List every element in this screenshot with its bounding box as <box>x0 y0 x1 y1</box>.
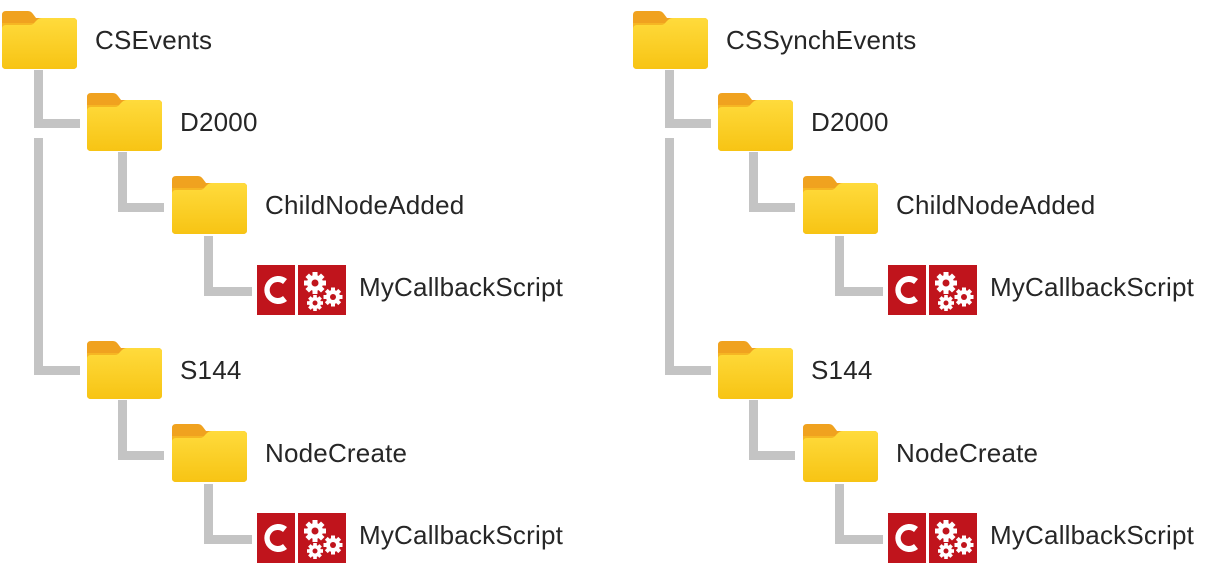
callback-script-icon <box>256 264 347 316</box>
tree-node-s144[interactable]: S144 <box>716 339 873 401</box>
node-label: S144 <box>811 354 873 385</box>
node-label: D2000 <box>180 106 258 137</box>
tree-node-callback-script[interactable]: MyCallbackScript <box>256 256 563 318</box>
folder-icon <box>85 91 164 153</box>
tree-node-child-node-added[interactable]: ChildNodeAdded <box>801 174 1095 236</box>
folder-icon <box>801 422 880 484</box>
node-label: CSEvents <box>95 24 213 55</box>
node-label: CSSynchEvents <box>726 24 917 55</box>
tree-node-callback-script[interactable]: MyCallbackScript <box>887 504 1194 566</box>
folder-icon <box>801 174 880 236</box>
node-label: MyCallbackScript <box>359 519 564 550</box>
node-label: MyCallbackScript <box>990 271 1195 302</box>
folder-icon <box>85 339 164 401</box>
tree-node-d2000[interactable]: D2000 <box>85 91 258 153</box>
node-label: NodeCreate <box>896 437 1039 468</box>
folder-icon <box>170 174 249 236</box>
tree-node-d2000[interactable]: D2000 <box>716 91 889 153</box>
tree-cs-synch-events: CSSynchEvents D2000 ChildNodeAdded MyCal… <box>631 0 1207 572</box>
node-label: ChildNodeAdded <box>896 189 1096 220</box>
tree-cs-events: CSEvents D2000 ChildNodeAdded MyCallback… <box>0 0 600 572</box>
folder-icon <box>0 9 79 71</box>
callback-script-icon <box>887 512 978 564</box>
node-label: S144 <box>180 354 242 385</box>
tree-connectors <box>665 70 883 544</box>
tree-node-node-create[interactable]: NodeCreate <box>801 422 1038 484</box>
tree-node-root[interactable]: CSSynchEvents <box>631 9 916 71</box>
callback-script-icon <box>887 264 978 316</box>
node-label: MyCallbackScript <box>359 271 564 302</box>
folder-icon <box>716 91 795 153</box>
node-label: D2000 <box>811 106 889 137</box>
node-label: ChildNodeAdded <box>265 189 465 220</box>
tree-connectors <box>34 70 252 544</box>
folder-icon <box>716 339 795 401</box>
node-label: NodeCreate <box>265 437 408 468</box>
tree-node-node-create[interactable]: NodeCreate <box>170 422 407 484</box>
folder-icon <box>170 422 249 484</box>
tree-node-callback-script[interactable]: MyCallbackScript <box>887 256 1194 318</box>
tree-node-child-node-added[interactable]: ChildNodeAdded <box>170 174 464 236</box>
node-label: MyCallbackScript <box>990 519 1195 550</box>
callback-script-icon <box>256 512 347 564</box>
folder-icon <box>631 9 710 71</box>
tree-node-root[interactable]: CSEvents <box>0 9 212 71</box>
tree-node-callback-script[interactable]: MyCallbackScript <box>256 504 563 566</box>
tree-node-s144[interactable]: S144 <box>85 339 242 401</box>
